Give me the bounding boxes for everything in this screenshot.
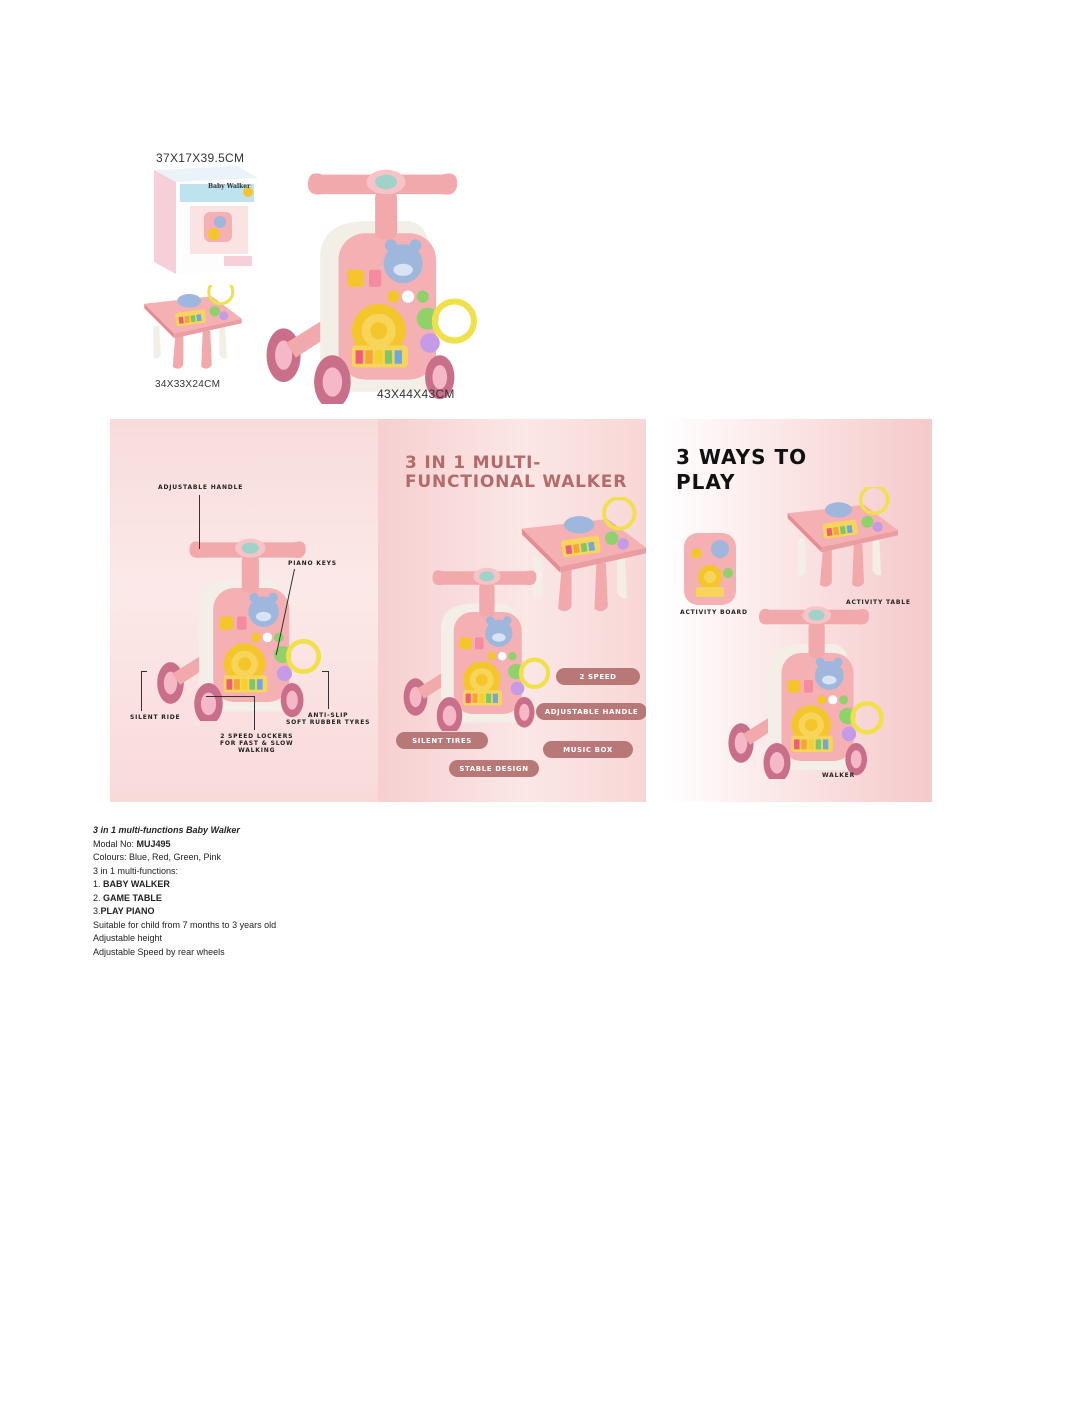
spec-function-2: 2. GAME TABLE [93, 892, 162, 903]
label-activity-board: ACTIVITY BOARD [680, 609, 748, 616]
box-brand-text: Baby Walker [208, 183, 251, 190]
label-walker: WALKER [822, 772, 855, 779]
right-heading-line2: PLAY [676, 470, 736, 494]
callout-silent-ride: SILENT RIDE [130, 714, 181, 721]
spec-colours: Colours: Blue, Red, Green, Pink [93, 852, 222, 862]
banner-multifunctional-panel: 3 IN 1 MULTI- FUNCTIONAL WALKER 2 SPEED … [378, 419, 646, 802]
walker-dimension-label: 43X44X43CM [377, 387, 455, 401]
spec-function-1: 1. BABY WALKER [93, 879, 170, 889]
box-dimension-label: 37X17X39.5CM [156, 151, 245, 165]
spec-model: Modal No: MUJ495 [93, 838, 171, 849]
activity-board-image [684, 533, 736, 605]
spec-function-3: 3.PLAY PIANO [93, 906, 155, 916]
feature-pill-adjustable-handle: ADJUSTABLE HANDLE [536, 703, 646, 720]
walker-photo [246, 160, 492, 404]
right-heading-line1: 3 WAYS TO [676, 445, 808, 469]
mid-heading-line1: 3 IN 1 MULTI- [405, 453, 542, 473]
callout-anti-slip-tyres: ANTI-SLIP SOFT RUBBER TYRES [286, 712, 371, 726]
label-activity-table: ACTIVITY TABLE [846, 599, 911, 606]
packaging-box-image [154, 166, 258, 274]
callout-adjustable-handle: ADJUSTABLE HANDLE [158, 484, 244, 491]
spec-suitable-age: Suitable for child from 7 months to 3 ye… [93, 919, 277, 930]
callout-piano-keys: PIANO KEYS [288, 560, 337, 567]
spec-title: 3 in 1 multi-functions Baby Walker [93, 825, 240, 835]
activity-table-image [786, 487, 898, 589]
spec-adjustable-speed: Adjustable Speed by rear wheels [93, 946, 225, 957]
mid-walker-image [390, 561, 560, 731]
activity-table-photo [142, 285, 244, 371]
walker-mode-image [714, 599, 894, 779]
feature-pill-2-speed: 2 SPEED [556, 668, 640, 685]
banner-feature-callouts-panel: ADJUSTABLE HANDLE PIANO KEYS SILENT RIDE… [110, 419, 378, 802]
feature-pill-music-box: MUSIC BOX [543, 741, 633, 758]
table-dimension-label: 34X33X24CM [155, 379, 221, 390]
feature-pill-silent-tires: SILENT TIRES [396, 732, 488, 749]
mid-heading-line2: FUNCTIONAL WALKER [405, 472, 628, 492]
spec-adjustable-height: Adjustable height [93, 933, 163, 943]
feature-pill-stable-design: STABLE DESIGN [449, 760, 539, 777]
callout-speed-lockers: 2 SPEED LOCKERS FOR FAST & SLOW WALKING [220, 733, 294, 754]
product-spec-block: 3 in 1 multi-functions Baby Walker Modal… [93, 824, 276, 959]
banner-ways-to-play-panel: 3 WAYS TO PLAY ACTIVITY BOARD ACTIVITY T… [664, 419, 932, 802]
spec-functions-intro: 3 in 1 multi-functions: [93, 865, 179, 876]
